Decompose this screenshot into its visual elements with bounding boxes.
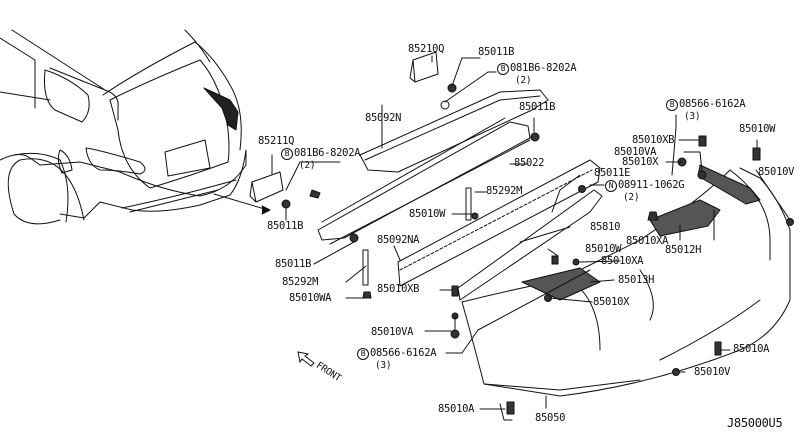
quantity: (3) — [684, 111, 701, 122]
b-circle-icon: B — [666, 99, 678, 111]
energy-absorber-85092na — [397, 159, 601, 287]
quantity: (2) — [299, 160, 316, 171]
fasteners — [450, 135, 794, 415]
part-label-85050[interactable]: 85050 — [535, 412, 566, 424]
part-label-85010a[interactable]: 85010A — [438, 403, 475, 415]
part-label-85013h[interactable]: 85013H — [618, 274, 655, 286]
part-label-85010x[interactable]: 85010X — [622, 156, 659, 168]
clip-85010wa — [362, 291, 372, 299]
part-label-85010v[interactable]: 85010V — [758, 166, 795, 178]
part-label-85011b[interactable]: 85011B — [519, 101, 556, 113]
part-label-85092n[interactable]: 85092N — [365, 112, 402, 124]
part-label-85010w[interactable]: 85010W — [585, 243, 622, 255]
part-label-85292m[interactable]: 85292M — [282, 276, 319, 288]
part-label-85011b[interactable]: 85011B — [275, 258, 312, 270]
bracket-85211q — [249, 171, 321, 209]
part-label-85211q[interactable]: 85211Q — [258, 135, 295, 147]
energy-absorber-85092n — [359, 89, 549, 173]
part-number: 08911-1062G — [618, 179, 685, 191]
b-circle-icon: B — [497, 63, 509, 75]
stay-85292m-a — [465, 187, 472, 221]
part-label-85010va[interactable]: 85010VA — [614, 146, 657, 158]
bumper-fascia-85050 — [461, 164, 791, 421]
part-label-85092na[interactable]: 85092NA — [377, 234, 420, 246]
part-label-85010w[interactable]: 85010W — [739, 123, 776, 135]
quantity: (2) — [623, 192, 640, 203]
part-label-85010xb[interactable]: 85010XB — [377, 283, 420, 295]
part-number: 081B6-8202A — [510, 62, 577, 74]
stay-85292m-b — [362, 249, 369, 286]
part-label-85011e[interactable]: 85011E — [594, 167, 631, 179]
part-number: 08566-6162A — [370, 347, 437, 359]
reflector-85810 — [457, 189, 603, 301]
part-label-85810[interactable]: 85810 — [590, 221, 621, 233]
part-label-85010wa[interactable]: 85010WA — [289, 292, 332, 304]
part-label-85210q[interactable]: 85210Q — [408, 43, 445, 55]
part-label-85011b[interactable]: 85011B — [478, 46, 515, 58]
b-circle-icon: B — [357, 348, 369, 360]
part-label-85010xa[interactable]: 85010XA — [601, 255, 644, 267]
part-label-85022[interactable]: 85022 — [514, 157, 545, 169]
quantity: (2) — [515, 75, 532, 86]
part-label-85292m[interactable]: 85292M — [486, 185, 523, 197]
reinforcement-85022 — [317, 117, 540, 245]
part-label-85010xa[interactable]: 85010XA — [626, 235, 669, 247]
b-circle-icon: B — [281, 148, 293, 160]
part-label-85010w[interactable]: 85010W — [409, 208, 446, 220]
part-number: 081B6-8202A — [294, 147, 361, 159]
diagram-code: J85000U5 — [727, 416, 783, 430]
bracket-85210q — [409, 51, 457, 110]
leader-lines — [271, 55, 791, 410]
part-label-85010xb[interactable]: 85010XB — [632, 134, 675, 146]
quantity: (3) — [375, 360, 392, 371]
part-label-85010v[interactable]: 85010V — [694, 366, 731, 378]
vehicle-illustration — [0, 29, 271, 225]
part-label-85012h[interactable]: 85012H — [665, 244, 702, 256]
part-number: 08566-6162A — [679, 98, 746, 110]
part-label-85011b[interactable]: 85011B — [267, 220, 304, 232]
part-label-85010a[interactable]: 85010A — [733, 343, 770, 355]
n-circle-icon: N — [605, 180, 617, 192]
front-arrow-icon — [297, 351, 315, 367]
part-label-85010va[interactable]: 85010VA — [371, 326, 414, 338]
part-label-85010x[interactable]: 85010X — [593, 296, 630, 308]
